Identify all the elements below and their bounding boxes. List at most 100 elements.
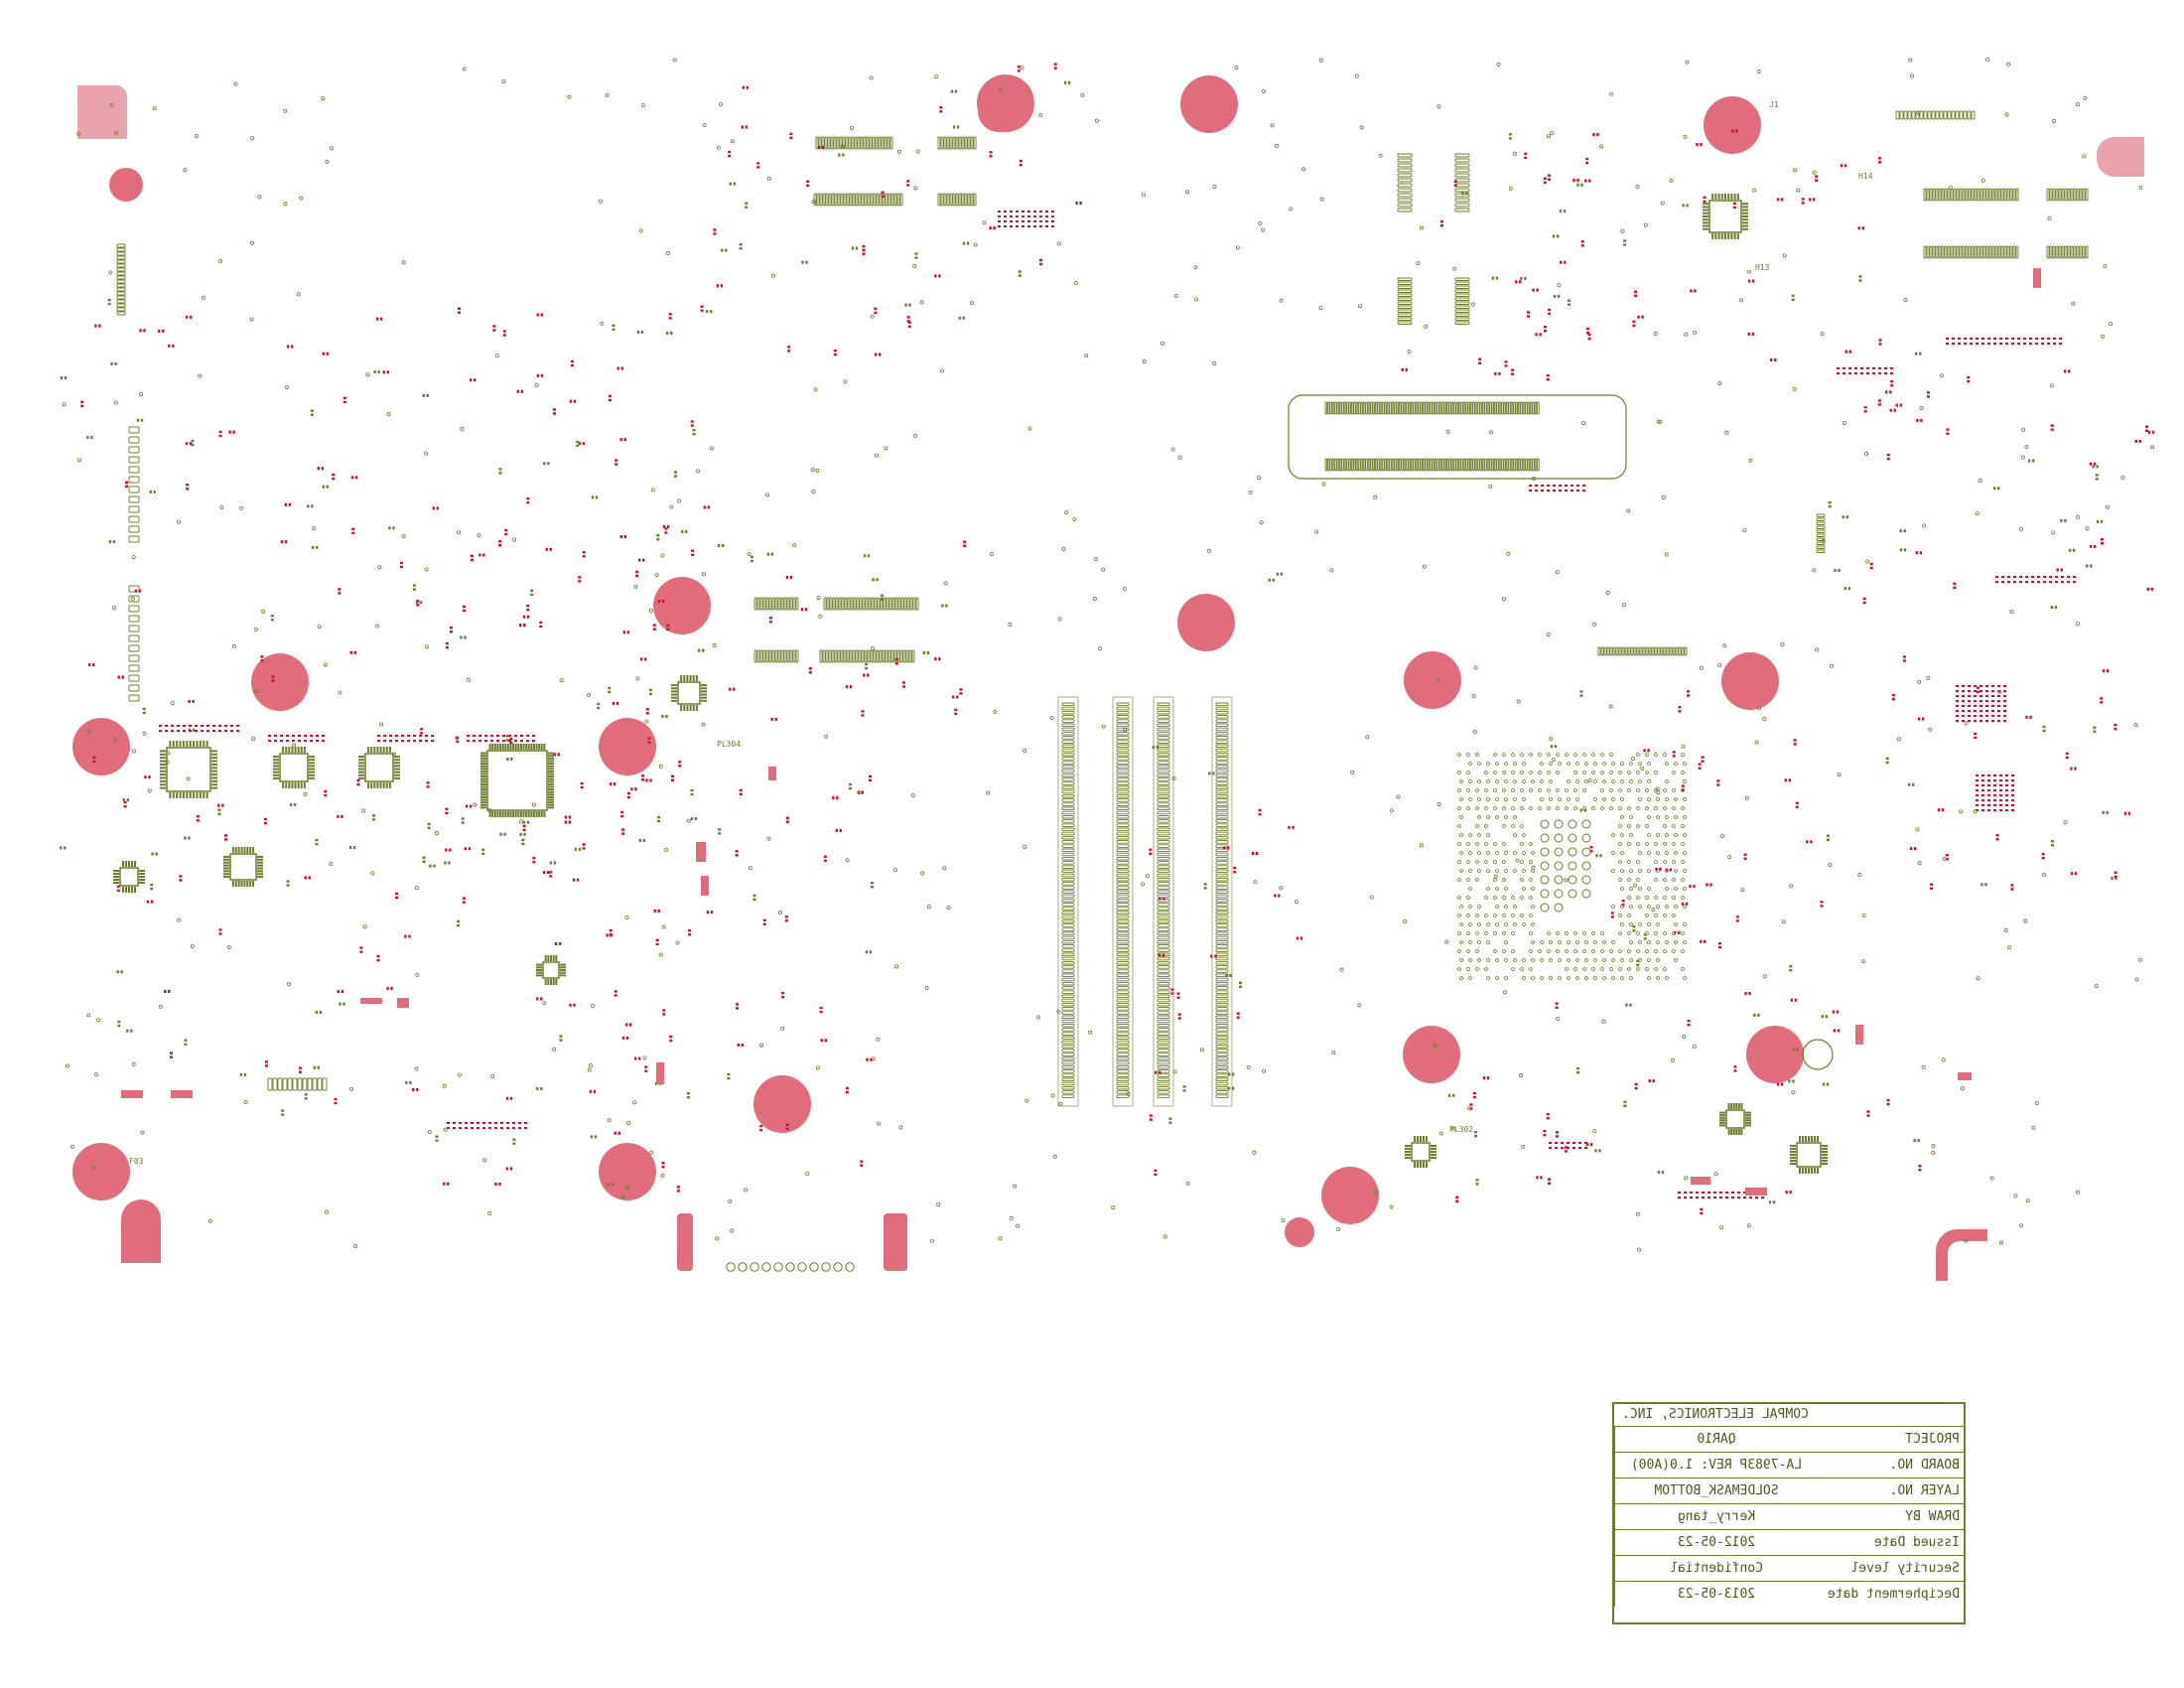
- smd-pad: [268, 740, 271, 742]
- connector-pin: [1396, 458, 1400, 472]
- via: [1717, 662, 1722, 667]
- smd-pad: [800, 608, 804, 612]
- smd-pad: [1687, 690, 1691, 693]
- connector-pin: [1215, 765, 1229, 770]
- connector-pin: [1215, 1002, 1229, 1007]
- smd-pad: [1535, 490, 1538, 492]
- connector-pin: [1454, 297, 1470, 301]
- smd-pad: [570, 359, 574, 363]
- smd-pad: [308, 876, 311, 880]
- ic-pin: [536, 969, 542, 971]
- connector-pin: [2055, 245, 2059, 259]
- smd-pad: [756, 166, 760, 169]
- bga-ball: [1683, 833, 1687, 837]
- via: [898, 1125, 903, 1130]
- via: [91, 1166, 96, 1171]
- via: [728, 1198, 733, 1203]
- smd-pad: [228, 430, 231, 434]
- smd-pad: [1885, 390, 1888, 394]
- via: [815, 1065, 820, 1070]
- connector-pin: [1953, 188, 1957, 202]
- smd-pad: [88, 662, 91, 666]
- connector-pin: [1116, 719, 1130, 723]
- smd-pad: [2100, 519, 2104, 523]
- via: [1719, 834, 1724, 839]
- ic-pin: [379, 747, 382, 753]
- smd-pad: [1168, 1117, 1172, 1120]
- connector-pin: [909, 597, 913, 611]
- via: [929, 1238, 934, 1243]
- connector-pin: [1061, 1036, 1075, 1041]
- ic-pin: [1790, 1154, 1796, 1156]
- smd-pad: [443, 1182, 446, 1186]
- connector-pin: [128, 674, 140, 682]
- smd-pad: [377, 740, 380, 742]
- smd-pad: [1929, 883, 1933, 886]
- via: [999, 87, 1004, 92]
- bga-ball: [1486, 779, 1490, 783]
- via: [1279, 298, 1284, 303]
- connector-pin: [1061, 861, 1075, 865]
- smd-pad: [966, 241, 970, 245]
- connector-pin: [1157, 1007, 1170, 1011]
- via: [2034, 1100, 2039, 1105]
- mounting-hole-opening: [1704, 96, 1761, 154]
- ic-pin: [285, 782, 288, 788]
- connector-pin: [759, 597, 763, 611]
- smd-pad: [1974, 695, 1977, 697]
- connector-pin: [857, 136, 861, 150]
- connector-pin: [2079, 188, 2083, 202]
- smd-pad: [153, 490, 157, 493]
- smd-pad: [1774, 358, 1777, 362]
- connector-pin: [1116, 927, 1130, 931]
- connector-pin: [839, 136, 843, 150]
- connector-pin: [1427, 401, 1431, 415]
- ic-pin: [223, 858, 229, 861]
- ic-pin: [211, 760, 217, 763]
- smd-pad: [993, 226, 996, 230]
- smd-pad: [218, 725, 221, 727]
- smd-pad: [1022, 211, 1024, 212]
- bga-ball: [1468, 905, 1472, 909]
- smd-pad: [2093, 726, 2097, 729]
- connector-pin: [759, 649, 763, 663]
- ic-pin: [548, 785, 554, 788]
- via: [672, 58, 677, 63]
- silk-label: F03: [129, 1157, 144, 1166]
- connector-pin: [1215, 1077, 1229, 1082]
- via: [1261, 227, 1266, 232]
- smd-pad: [1690, 1192, 1693, 1194]
- via: [330, 146, 335, 151]
- via: [1781, 919, 1786, 924]
- smd-pad: [1659, 867, 1662, 871]
- smd-pad: [436, 506, 439, 510]
- smd-pad: [1872, 367, 1875, 369]
- connector-pin: [2049, 245, 2053, 259]
- smd-pad: [1995, 838, 1999, 841]
- smd-pad: [447, 1182, 450, 1186]
- smd-pad: [1535, 485, 1538, 487]
- via: [559, 678, 564, 683]
- ic-pin: [367, 747, 370, 753]
- connector-pin: [1116, 886, 1130, 890]
- via: [936, 1201, 941, 1206]
- smd-pad: [1968, 720, 1971, 722]
- connector-pin: [880, 597, 884, 611]
- via: [1916, 110, 1921, 115]
- smd-pad: [582, 554, 586, 558]
- bga-ball: [1468, 869, 1472, 873]
- smd-pad: [863, 554, 867, 558]
- connector-pin: [827, 136, 831, 150]
- connector-pin: [1436, 458, 1439, 472]
- ic-pin: [394, 756, 400, 759]
- bga-ball: [1531, 779, 1535, 783]
- bga-ball: [1627, 896, 1631, 900]
- connector-pin: [1061, 1090, 1075, 1094]
- smd-pad: [1776, 198, 1780, 202]
- connector-pin: [911, 649, 915, 663]
- smd-pad: [645, 778, 648, 782]
- smd-pad: [1815, 179, 1819, 182]
- connector-pin: [1467, 458, 1471, 472]
- via: [1199, 1048, 1204, 1053]
- smd-pad: [1843, 587, 1847, 591]
